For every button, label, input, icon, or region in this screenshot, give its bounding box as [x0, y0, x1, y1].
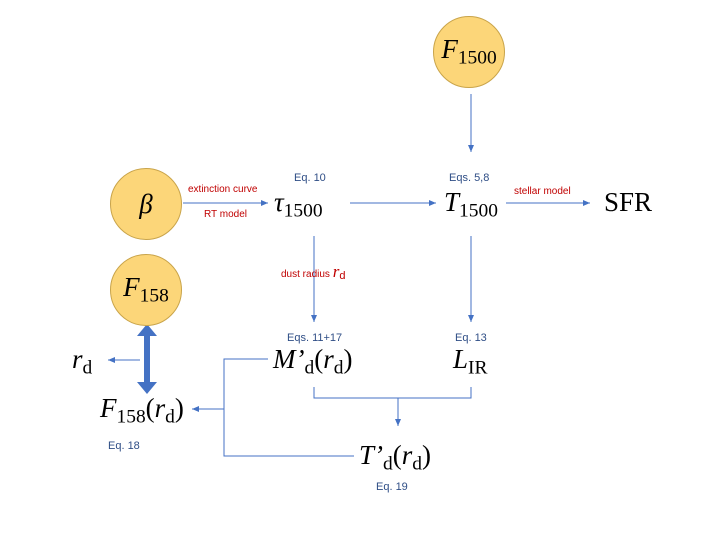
double-arrow-f158	[137, 324, 157, 394]
node-td: T’d(rd)	[359, 440, 431, 475]
input-f158-circle: F158	[110, 254, 182, 326]
connector-md-td	[223, 358, 354, 457]
eqs-5-8-label: Eqs. 5,8	[449, 172, 490, 184]
eq-10-label: Eq. 10	[294, 172, 326, 184]
node-tau1500: τ1500	[274, 187, 323, 222]
eqs-11-17-label: Eqs. 11+17	[287, 332, 343, 344]
eq-19-label: Eq. 19	[376, 481, 408, 493]
rt-model-label: RT model	[204, 209, 247, 220]
eq-18-label: Eq. 18	[108, 440, 140, 452]
input-f1500-circle: F1500	[433, 16, 505, 88]
node-lir: LIR	[453, 344, 488, 379]
dust-radius-label: dust radius rd	[281, 262, 346, 283]
input-beta-circle: β	[110, 168, 182, 240]
bracket-md-lir	[313, 387, 472, 399]
node-rd: rd	[72, 344, 93, 379]
stellar-model-label: stellar model	[514, 186, 571, 197]
eq-13-label: Eq. 13	[455, 332, 487, 344]
extinction-curve-label: extinction curve	[188, 184, 258, 195]
node-t1500: T1500	[444, 187, 498, 222]
node-f158rd: F158(rd)	[100, 393, 184, 428]
node-sfr: SFR	[604, 187, 653, 217]
node-md: M’d(rd)	[273, 344, 353, 379]
